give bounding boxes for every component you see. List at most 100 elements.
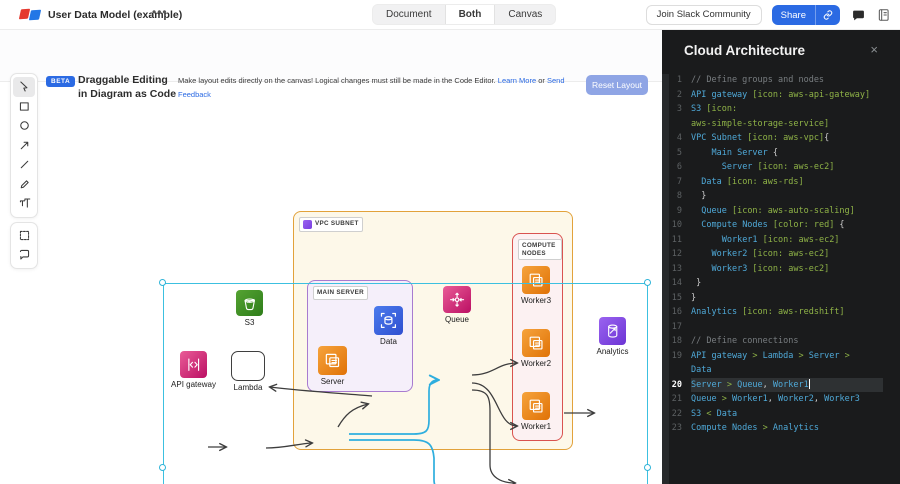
ec2-icon — [522, 392, 550, 420]
code-line[interactable]: 12 Worker2 [icon: aws-ec2] — [669, 247, 900, 262]
selection-handle-ne[interactable] — [644, 279, 651, 286]
select-tool[interactable] — [13, 77, 35, 97]
line-number: 8 — [676, 191, 682, 201]
code-line[interactable]: 15} — [669, 291, 900, 306]
tab-canvas[interactable]: Canvas — [495, 5, 556, 24]
line-number: 14 — [671, 278, 682, 288]
share-button[interactable]: Share — [771, 5, 840, 25]
node-data[interactable]: Data — [374, 306, 403, 346]
top-bar: User Data Model (example) ••• Document B… — [0, 0, 900, 30]
node-s3[interactable]: S3 — [236, 290, 263, 327]
learn-more-link[interactable]: Learn More — [497, 76, 537, 85]
eraser-logo-icon[interactable] — [18, 8, 42, 21]
changelog-icon[interactable] — [876, 7, 892, 23]
tab-both[interactable]: Both — [444, 5, 496, 24]
tool-palette-2 — [10, 221, 38, 269]
group-main-server[interactable]: MAIN SERVER — [307, 280, 413, 392]
edge-queue-worker3[interactable] — [471, 363, 517, 376]
edge-server-worker1-selected[interactable] — [349, 439, 516, 484]
node-analytics[interactable]: Analytics — [596, 317, 629, 356]
document-title: User Data Model (example) — [48, 9, 183, 21]
ec2-icon — [318, 346, 347, 375]
group-label-main-server: MAIN SERVER — [313, 286, 368, 300]
edge-server-queue-selected[interactable] — [349, 380, 438, 435]
line-number: 9 — [676, 205, 682, 216]
frame-tool[interactable] — [13, 226, 35, 246]
node-label: Worker3 — [520, 296, 552, 305]
line-number: 4 — [676, 133, 682, 143]
code-line[interactable]: aws-simple-storage-service] — [669, 117, 900, 132]
rectangle-tool[interactable] — [13, 97, 35, 117]
node-worker1[interactable]: Worker1 — [521, 392, 551, 431]
pencil-tool[interactable] — [13, 175, 35, 195]
copy-link-icon[interactable] — [816, 10, 840, 20]
arrow-tool[interactable] — [13, 136, 35, 156]
code-line[interactable]: 6 Server [icon: aws-ec2] — [669, 160, 900, 175]
ellipse-tool[interactable] — [13, 116, 35, 136]
pencil-icon — [20, 180, 29, 189]
line-number: 15 — [671, 292, 682, 303]
node-lambda[interactable]: Lambda — [231, 351, 265, 392]
comments-icon[interactable] — [850, 7, 866, 23]
edge-lambda-server[interactable] — [265, 443, 312, 449]
node-queue[interactable]: Queue — [443, 286, 471, 324]
node-label: S3 — [244, 318, 255, 327]
code-line[interactable]: 5 Main Server { — [669, 146, 900, 161]
beta-banner: BETA Draggable Editing in Diagram as Cod… — [0, 30, 662, 100]
selection-handle-nw[interactable] — [159, 279, 166, 286]
selection-handle-sw[interactable] — [159, 464, 166, 471]
node-label: Data — [380, 337, 397, 346]
node-label: Lambda — [233, 383, 263, 392]
code-line[interactable]: Data — [669, 363, 900, 378]
line-number: 5 — [676, 147, 682, 158]
reset-layout-button[interactable]: Reset Layout — [586, 75, 648, 95]
code-line[interactable]: 10 Compute Nodes [color: red] { — [669, 218, 900, 233]
tab-document[interactable]: Document — [373, 5, 445, 24]
code-line[interactable]: 9 Queue [icon: aws-auto-scaling] — [669, 204, 900, 219]
comment-tool[interactable] — [13, 245, 35, 265]
code-line[interactable]: 17 — [669, 320, 900, 335]
code-line[interactable]: 13 Worker3 [icon: aws-ec2] — [669, 262, 900, 277]
edge-queue-worker1[interactable] — [471, 389, 515, 483]
more-menu-icon[interactable]: ••• — [152, 5, 168, 19]
join-slack-button[interactable]: Join Slack Community — [645, 5, 762, 25]
code-scrollbar[interactable] — [662, 74, 669, 484]
code-line[interactable]: 14 } — [669, 276, 900, 291]
close-panel-icon[interactable]: × — [870, 42, 878, 57]
line-tool[interactable] — [13, 155, 35, 175]
code-line[interactable]: 11 Worker1 [icon: aws-ec2] — [669, 233, 900, 248]
group-label-compute-nodes: COMPUTE NODES — [518, 239, 562, 260]
edge-server-data[interactable] — [337, 404, 368, 428]
selection-handle-se[interactable] — [644, 464, 651, 471]
node-server[interactable]: Server — [318, 346, 347, 386]
line-icon — [20, 160, 28, 169]
node-api-gateway[interactable]: API gateway — [171, 351, 216, 389]
topbar-actions: Join Slack Community Share — [645, 5, 892, 25]
code-line[interactable]: 8 } — [669, 189, 900, 204]
code-line[interactable]: 18// Define connections — [669, 334, 900, 349]
api-icon — [180, 351, 207, 378]
share-label: Share — [780, 9, 806, 21]
edge-data-s3[interactable] — [270, 387, 373, 397]
send-feedback-link[interactable]: Send Feedback — [178, 76, 565, 99]
line-number: 23 — [671, 423, 682, 433]
beta-badge: BETA — [46, 76, 76, 87]
node-worker2[interactable]: Worker2 — [521, 329, 551, 368]
node-worker3[interactable]: Worker3 — [521, 266, 551, 305]
code-line[interactable]: 1// Define groups and nodes — [669, 73, 900, 88]
edge-queue-worker2[interactable] — [471, 382, 517, 426]
text-tool[interactable] — [13, 194, 35, 214]
code-line[interactable]: 7 Data [icon: aws-rds] — [669, 175, 900, 190]
